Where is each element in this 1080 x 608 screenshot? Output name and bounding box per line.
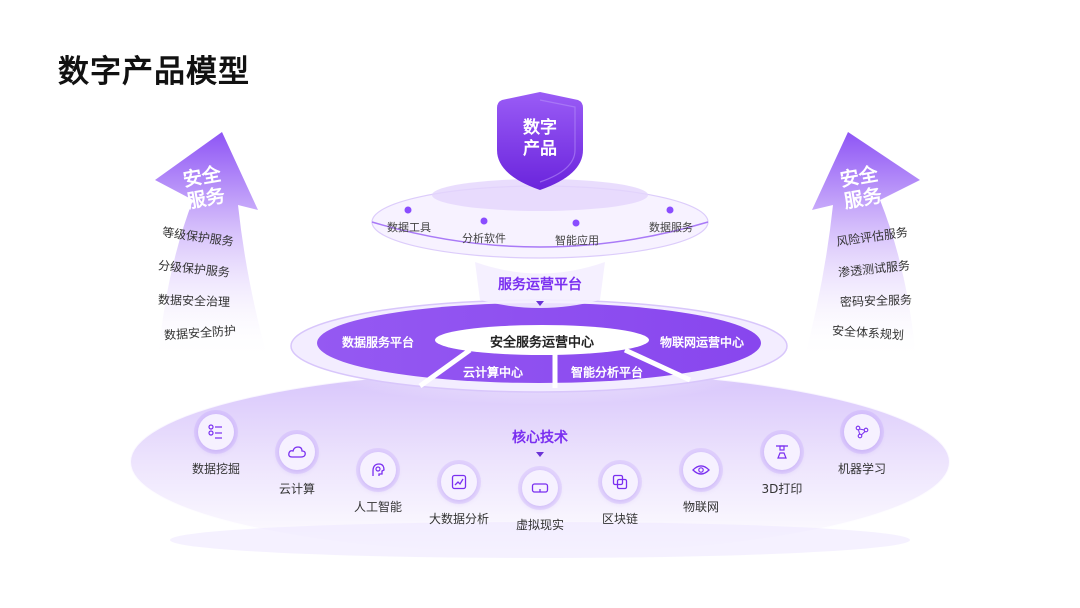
ring-left-label: 数据服务平台: [341, 335, 415, 350]
shield-label: 数字 产品: [523, 118, 557, 160]
cloud-icon: [279, 434, 315, 470]
base-platform: [130, 370, 950, 554]
tech-item-3d-printing: 3D打印: [742, 434, 822, 497]
right-arrow-shape: [804, 132, 920, 360]
iot-eye-icon: [683, 452, 719, 488]
ring-bottom-right-label: 智能分析平台: [570, 365, 644, 380]
center-pill: [435, 325, 649, 355]
tech-item-data-mining: 数据挖掘: [176, 414, 256, 477]
right-service-item: 密码安全服务: [839, 292, 913, 310]
tool-label-analysis-software: 分析软件: [462, 232, 506, 245]
tech-label: 虚拟现实: [515, 518, 564, 532]
caret-down-icon: [536, 301, 544, 306]
shield-line1: 数字: [523, 118, 557, 138]
shield-icon: [497, 92, 583, 190]
core-tech-title: 核心技术: [512, 430, 568, 446]
left-arrow-label: 安全 服务: [181, 163, 226, 213]
service-platform-title: 服务运营平台: [498, 277, 582, 293]
printer-3d-icon: [764, 434, 800, 470]
left-arrow-shape: [155, 132, 268, 360]
tech-item-big-data: 大数据分析: [419, 464, 499, 527]
tech-label: 大数据分析: [428, 512, 489, 526]
tool-label-data-tools: 数据工具: [387, 221, 431, 234]
caret-down-icon: [536, 452, 544, 457]
tool-label-data-services: 数据服务: [649, 221, 693, 234]
tool-label-smart-apps: 智能应用: [555, 234, 599, 247]
tech-item-machine-learning: 机器学习: [822, 414, 902, 477]
tech-label: 数据挖掘: [191, 462, 240, 476]
analytics-icon: [441, 464, 477, 500]
tool-dot: [404, 206, 412, 214]
blocks-icon: [602, 464, 638, 500]
flow-chart-icon: [198, 414, 234, 450]
neural-net-icon: [844, 414, 880, 450]
ring-center-label: 安全服务运营中心: [489, 335, 595, 351]
tool-dot: [480, 217, 488, 225]
tech-label: 区块链: [601, 512, 638, 526]
tech-label: 人工智能: [353, 500, 402, 514]
vr-headset-icon: [522, 470, 558, 506]
right-arrow-label: 安全 服务: [838, 163, 883, 213]
tech-item-vr: 虚拟现实: [500, 470, 580, 533]
tech-label: 机器学习: [837, 462, 886, 476]
tech-item-cloud: 云计算: [257, 434, 337, 497]
tech-item-iot: 物联网: [661, 452, 741, 515]
tool-dot: [572, 219, 580, 227]
tech-label: 物联网: [682, 500, 719, 514]
tech-label: 3D打印: [761, 482, 803, 496]
ai-head-icon: [360, 452, 396, 488]
tech-label: 云计算: [278, 482, 315, 496]
tool-dot: [666, 206, 674, 214]
ring-right-label: 物联网运营中心: [659, 335, 745, 350]
tech-item-blockchain: 区块链: [580, 464, 660, 527]
tech-item-ai: 人工智能: [338, 452, 418, 515]
page-title: 数字产品模型: [58, 54, 250, 90]
left-service-item: 数据安全治理: [157, 292, 231, 310]
shield-line2: 产品: [523, 139, 557, 159]
ring-bottom-left-label: 云计算中心: [462, 365, 524, 380]
